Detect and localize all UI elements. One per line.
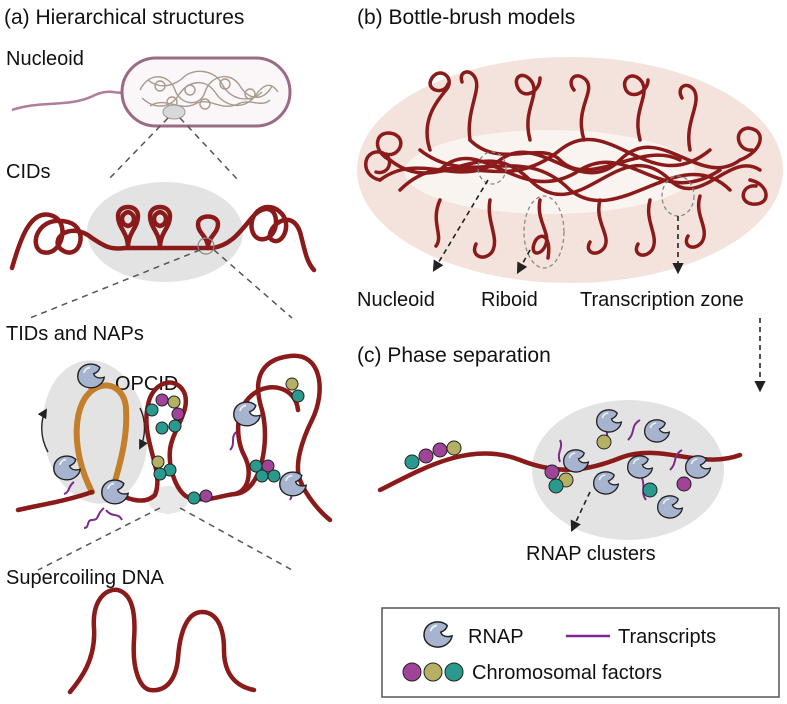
riboid-label: Riboid: [481, 289, 538, 311]
rotation-arrow-left: [37, 408, 49, 453]
chromosomal-factors-c: [404, 434, 692, 498]
cid-dna: [9, 204, 317, 273]
opcid-label: OPCID: [115, 373, 178, 395]
legend-transcripts-label: Transcripts: [618, 626, 716, 648]
bacterium-cell: [11, 56, 292, 128]
nucleoid-label-b: Nucleoid: [357, 289, 435, 311]
zoom-line-a2-left: [29, 249, 201, 319]
zoom-line-a1-left: [107, 117, 169, 181]
riboid-highlight: [523, 195, 565, 269]
zoom-line-a1-right: [179, 117, 239, 181]
riboid-arrow: [516, 249, 531, 274]
legend: RNAP Transcripts Chromosomal factors: [381, 607, 780, 698]
legend-rnap-label: RNAP: [468, 626, 524, 648]
panel-b-title: (b) Bottle-brush models: [357, 6, 575, 29]
chromosomal-factors-a: [145, 377, 305, 505]
panel-c-title: (c) Phase separation: [357, 344, 551, 367]
nucleoid-chromosome: [139, 70, 279, 110]
factor-olive-icon: [423, 662, 443, 682]
rnap-clusters-label: RNAP clusters: [526, 543, 656, 565]
rnap-clusters-arrow: [570, 491, 591, 533]
rotation-arrow-right: [139, 407, 148, 450]
panel-a-title: (a) Hierarchical structures: [4, 6, 244, 29]
supercoiling-dna: [67, 587, 257, 695]
nucleoid-highlight-b: [477, 151, 507, 185]
transcription-zone-label: Transcription zone: [580, 289, 744, 311]
opcid-loop: [73, 382, 130, 495]
zoom-line-a3-left: [37, 507, 161, 571]
cids-label: CIDs: [6, 161, 50, 183]
legend-chromosomal-factors-label: Chromosomal factors: [472, 662, 662, 684]
cid-zoom-circle: [197, 237, 215, 255]
factor-purple-icon: [402, 662, 422, 682]
zoom-line-a2-right: [213, 249, 293, 319]
nucleoid-label-a: Nucleoid: [6, 48, 84, 70]
tids-naps-label: TIDs and NAPs: [6, 323, 144, 345]
zoom-line-a3-right: [179, 507, 293, 571]
factor-teal-icon: [444, 662, 464, 682]
rnap-icon: [232, 401, 262, 427]
bottle-brush-dna: [364, 70, 768, 260]
supercoiling-label: Supercoiling DNA: [6, 567, 165, 589]
